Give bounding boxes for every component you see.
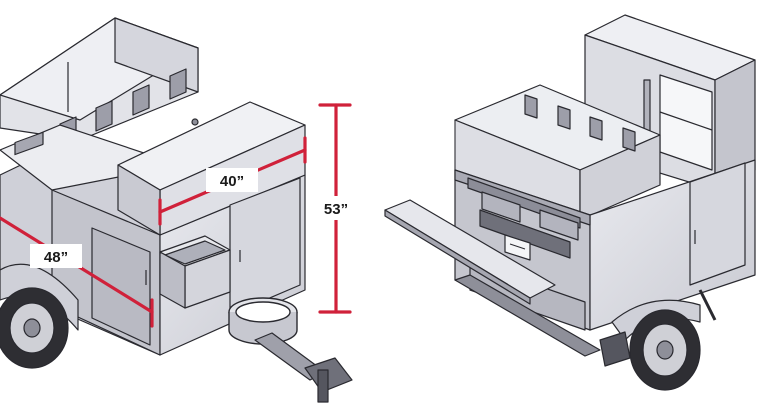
right-sneeze-guard (454, 84, 661, 221)
right-frame-rails (454, 274, 717, 357)
left-sink (159, 235, 231, 309)
right-vent-grilles (524, 94, 636, 152)
right-fold-shelf (384, 199, 556, 305)
left-rear-cabinet (0, 17, 199, 141)
left-isometric-view (0, 17, 353, 403)
right-control-panel (479, 209, 571, 261)
left-side-door (91, 227, 151, 346)
right-steam-table (467, 177, 581, 241)
right-side-door (689, 162, 746, 286)
length-label: 48” (44, 249, 68, 266)
left-wheel (0, 263, 79, 369)
left-hitch (254, 332, 353, 403)
dimension-labels: 40” 48” 53” (30, 168, 362, 268)
right-wheel (599, 299, 701, 391)
width-label: 40” (220, 173, 244, 190)
right-isometric-view (384, 14, 756, 391)
height-label: 53” (324, 201, 348, 218)
left-vent-grilles (59, 68, 187, 148)
